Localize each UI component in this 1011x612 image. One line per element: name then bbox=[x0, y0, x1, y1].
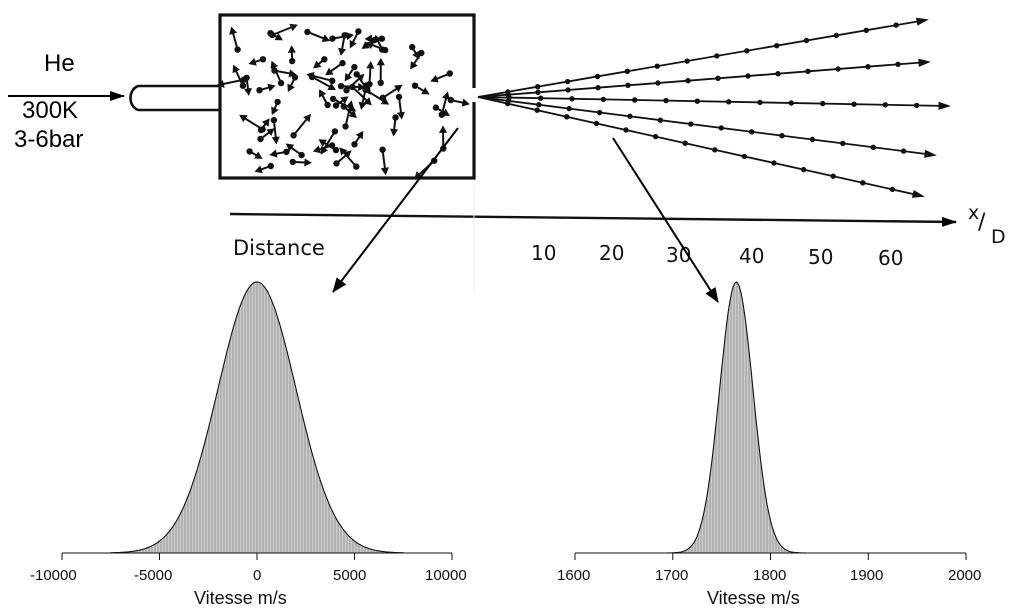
molecule-arrow bbox=[320, 128, 339, 155]
chart1-tick-label: 0 bbox=[253, 567, 262, 584]
molecule-arrow bbox=[285, 143, 305, 159]
axis-unit-d: D bbox=[991, 226, 1006, 248]
top-tick-10: 10 bbox=[531, 241, 557, 265]
jet-ray bbox=[477, 58, 931, 98]
chart2-distribution-area bbox=[575, 281, 966, 554]
molecule-arrow bbox=[366, 60, 375, 88]
molecule-arrow bbox=[254, 162, 274, 174]
molecule-arrow bbox=[267, 30, 284, 41]
molecule-arrow bbox=[344, 63, 358, 82]
molecule-arrow bbox=[306, 71, 336, 85]
molecule-arrow bbox=[325, 59, 346, 76]
molecule-arrow bbox=[332, 96, 349, 109]
molecule-arrow bbox=[271, 98, 281, 116]
molecule-arrow bbox=[376, 57, 385, 87]
molecule-arrow bbox=[349, 28, 362, 49]
molecule-arrow bbox=[351, 130, 364, 148]
molecule-arrow bbox=[304, 28, 331, 42]
molecule-arrow bbox=[390, 114, 399, 137]
molecule-arrow bbox=[362, 86, 390, 105]
molecule-arrow bbox=[411, 82, 430, 95]
top-tick-50: 50 bbox=[808, 245, 834, 269]
molecule-arrow bbox=[257, 128, 275, 143]
chart2-tick-label: 1800 bbox=[753, 567, 787, 584]
distance-axis bbox=[229, 212, 957, 227]
top-tick-60: 60 bbox=[878, 246, 904, 270]
temperature-label: 300K bbox=[22, 97, 79, 124]
molecule-arrow bbox=[339, 147, 360, 170]
chart1-xlabel: Vitesse m/s bbox=[194, 588, 287, 608]
jet-ray bbox=[477, 17, 929, 98]
nozzle-opening bbox=[470, 88, 478, 102]
molecule-arrow bbox=[271, 67, 297, 78]
molecule-arrow bbox=[313, 56, 328, 69]
molecule-arrow bbox=[318, 139, 340, 154]
molecule-arrow bbox=[239, 114, 266, 133]
molecule-arrow bbox=[216, 76, 248, 88]
chart1-tick-label: 5000 bbox=[333, 567, 367, 584]
molecule-arrow bbox=[248, 56, 267, 66]
pointer-arrow-reservoir bbox=[332, 127, 459, 293]
axis-unit-slash: / bbox=[978, 210, 986, 235]
molecule-arrow bbox=[343, 73, 365, 94]
molecule-arrow bbox=[256, 83, 276, 94]
molecule-arrow bbox=[409, 43, 420, 60]
molecule-arrow bbox=[342, 100, 354, 130]
molecule-arrow bbox=[287, 74, 299, 93]
pressure-label: 3-6bar bbox=[14, 126, 84, 153]
molecule-arrow bbox=[379, 146, 389, 176]
molecule-arrow bbox=[232, 64, 247, 89]
chamber-molecules bbox=[216, 23, 470, 180]
molecule-arrow bbox=[410, 49, 425, 70]
jet-ray bbox=[477, 94, 951, 110]
pointer-arrow-jet bbox=[612, 137, 719, 303]
top-tick-40: 40 bbox=[739, 244, 765, 268]
axis-unit-x: x bbox=[968, 202, 980, 224]
distance-label: Distance bbox=[233, 236, 325, 260]
chart1-distribution-area bbox=[110, 281, 404, 554]
molecule-arrow bbox=[289, 158, 312, 167]
molecule-arrow bbox=[246, 148, 263, 159]
jet-ray bbox=[477, 96, 925, 198]
molecule-arrow bbox=[229, 26, 241, 53]
chart1-tick-label: -10000 bbox=[30, 567, 77, 584]
jet-ray bbox=[477, 96, 937, 158]
molecule-arrow bbox=[430, 70, 453, 83]
molecule-arrow bbox=[287, 45, 296, 65]
molecule-arrow bbox=[447, 96, 470, 107]
jet-rays bbox=[477, 17, 951, 198]
chart2-tick-label: 1600 bbox=[557, 567, 591, 584]
molecule-arrow bbox=[379, 84, 403, 102]
chart1-tick-label: -5000 bbox=[134, 567, 173, 584]
chart2-xlabel: Vitesse m/s bbox=[707, 588, 800, 608]
top-tick-20: 20 bbox=[599, 241, 625, 265]
chart2-tick-label: 1700 bbox=[655, 567, 689, 584]
chart1-tick-label: 10000 bbox=[425, 567, 467, 584]
schematic-diagram bbox=[8, 13, 957, 292]
molecule-arrow bbox=[270, 116, 280, 145]
molecule-arrow bbox=[269, 148, 290, 158]
molecule-arrow bbox=[395, 93, 405, 120]
gas-label: He bbox=[44, 50, 75, 77]
molecule-arrow bbox=[374, 34, 386, 53]
molecule-arrow bbox=[329, 32, 354, 42]
chart2-tick-label: 1900 bbox=[850, 567, 884, 584]
molecule-arrow bbox=[318, 89, 331, 109]
inlet-tube bbox=[129, 84, 220, 112]
molecule-arrow bbox=[290, 113, 312, 139]
molecule-arrow bbox=[438, 91, 450, 118]
chart2-tick-label: 2000 bbox=[948, 567, 982, 584]
